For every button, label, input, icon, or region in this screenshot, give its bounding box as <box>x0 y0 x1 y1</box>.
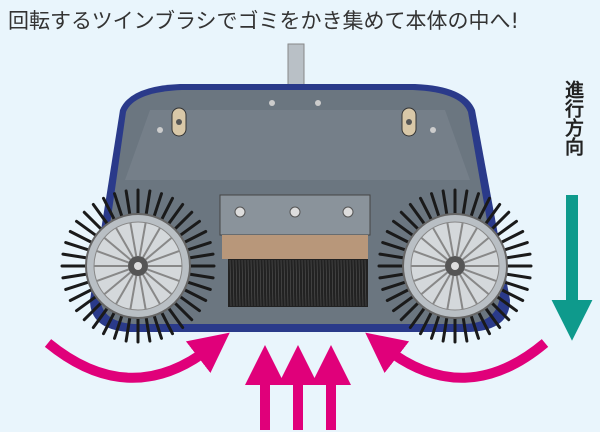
sweep-arrow-right <box>365 332 549 383</box>
bristle <box>68 229 94 244</box>
bristle <box>178 219 201 237</box>
bristle <box>430 313 441 340</box>
bristle <box>484 203 502 226</box>
bristle <box>64 241 91 252</box>
bristle <box>187 252 215 260</box>
bristle <box>124 315 132 343</box>
bristle <box>504 272 532 280</box>
bristle <box>75 295 98 313</box>
bristle <box>185 280 212 291</box>
bristle <box>495 219 518 237</box>
bristle <box>469 192 480 219</box>
bristle <box>113 192 124 219</box>
bristle <box>91 306 109 329</box>
bristle <box>441 189 449 217</box>
bristle <box>392 295 415 313</box>
bristle <box>399 301 420 322</box>
bristle <box>495 295 518 313</box>
bristle <box>408 306 426 329</box>
bristle <box>152 192 163 219</box>
bristle <box>75 219 98 237</box>
bristle <box>182 288 208 303</box>
bristle <box>469 313 480 340</box>
bristle <box>160 310 175 336</box>
bristle <box>461 315 469 343</box>
bristle <box>185 241 212 252</box>
bristle <box>144 315 152 343</box>
bristle <box>502 241 529 252</box>
bristle <box>381 280 408 291</box>
bristle <box>160 196 175 222</box>
bristle <box>441 315 449 343</box>
bristle <box>381 241 408 252</box>
rubber-blade <box>222 235 368 259</box>
bristle <box>499 288 525 303</box>
direction-label: 進行方向 <box>562 80 584 156</box>
bristle <box>408 203 426 226</box>
bristle <box>82 301 103 322</box>
bristle <box>399 210 420 231</box>
sweep-arrow-left <box>44 332 230 383</box>
bristle <box>378 252 406 260</box>
bristle <box>167 203 185 226</box>
bristle <box>418 310 433 336</box>
bristle <box>430 192 441 219</box>
bristle <box>64 280 91 291</box>
bristle <box>61 252 89 260</box>
bristle <box>68 288 94 303</box>
bristle <box>173 301 194 322</box>
bristle <box>82 210 103 231</box>
bristle <box>101 196 116 222</box>
bristle <box>504 252 532 260</box>
bristle <box>502 280 529 291</box>
bristle <box>385 229 411 244</box>
bristle <box>182 229 208 244</box>
bristle <box>461 189 469 217</box>
bristle <box>499 229 525 244</box>
pivot-right <box>401 107 417 137</box>
bristle <box>378 272 406 280</box>
pivot-left <box>171 107 187 137</box>
handle-pole <box>287 43 305 91</box>
bristle <box>385 288 411 303</box>
side-brush-right <box>377 188 533 344</box>
bristle <box>490 301 511 322</box>
bristle <box>418 196 433 222</box>
bristle <box>101 310 116 336</box>
bristle <box>178 295 201 313</box>
bristle <box>124 189 132 217</box>
bristle <box>113 313 124 340</box>
bristle <box>173 210 194 231</box>
bristle <box>91 203 109 226</box>
bristle <box>152 313 163 340</box>
bristle <box>144 189 152 217</box>
bristle <box>477 310 492 336</box>
headline: 回転するツインブラシでゴミをかき集めて本体の中へ! <box>8 9 519 33</box>
bristle <box>167 306 185 329</box>
bristle <box>484 306 502 329</box>
bristle <box>187 272 215 280</box>
bristle <box>392 219 415 237</box>
side-brush-left <box>60 188 216 344</box>
bristle <box>477 196 492 222</box>
bristle <box>490 210 511 231</box>
bristle <box>61 272 89 280</box>
